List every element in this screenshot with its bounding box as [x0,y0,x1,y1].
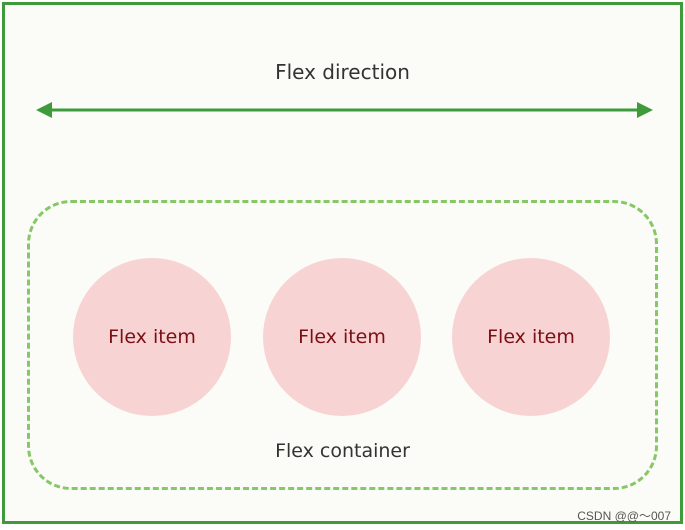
flex-container-label: Flex container [275,440,410,462]
flex-item-1: Flex item [73,258,231,416]
flex-direction-label: Flex direction [275,60,410,84]
flex-item-3: Flex item [452,258,610,416]
arrow-head-left [36,102,52,118]
arrow-head-right [637,102,653,118]
flex-item-label: Flex item [298,326,386,348]
watermark: CSDN @@～007 [577,509,671,523]
flex-item-label: Flex item [487,326,575,348]
flex-container [27,200,658,490]
flex-item-2: Flex item [263,258,421,416]
flex-item-label: Flex item [108,326,196,348]
